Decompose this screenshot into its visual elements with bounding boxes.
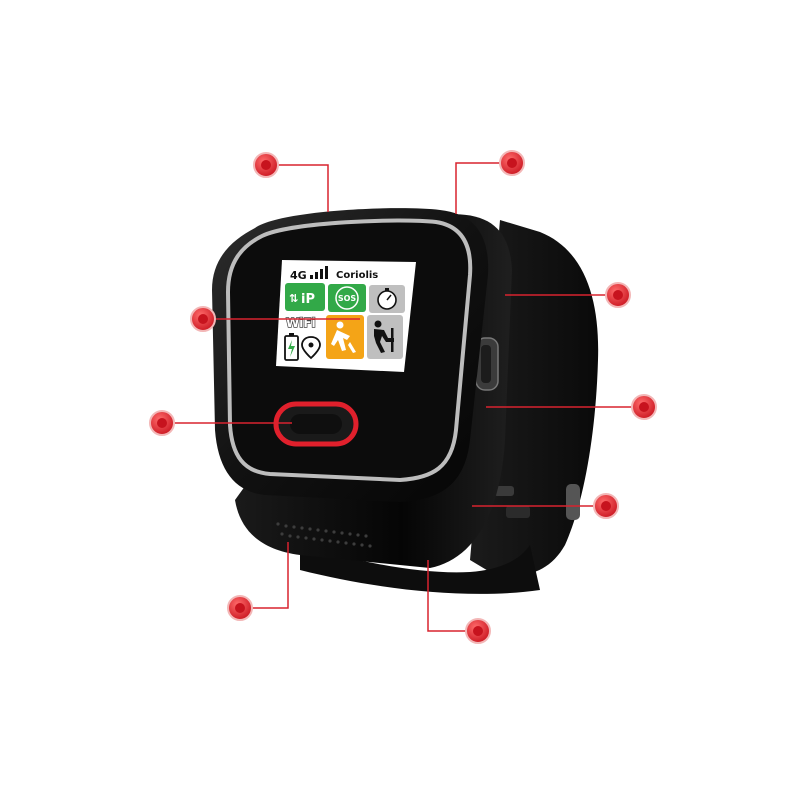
strap-buckle <box>494 486 514 496</box>
watch-screen: 4G Coriolis ⇅ iP SOS <box>276 260 416 372</box>
callout-marker-buckle[interactable] <box>593 493 619 519</box>
callout-marker-screen[interactable] <box>190 306 216 332</box>
seated-person-icon <box>374 320 394 353</box>
signal-bars-icon <box>310 266 328 279</box>
watch-strap-lower <box>300 545 540 594</box>
fall-detection-tile[interactable] <box>326 315 364 359</box>
wifi-tile[interactable]: WiFi <box>284 313 324 331</box>
callout-markers <box>149 150 657 644</box>
carrier-label: Coriolis <box>336 270 378 281</box>
falling-person-icon <box>331 321 356 353</box>
inactivity-tile[interactable] <box>367 315 403 359</box>
location-pin-icon <box>301 336 321 360</box>
smartwatch: 4G Coriolis ⇅ iP SOS <box>212 208 599 594</box>
data-arrows-icon: ⇅ <box>289 292 298 305</box>
callout-lines <box>162 162 644 632</box>
sos-hardware-button[interactable] <box>273 401 359 447</box>
ip-tile[interactable]: ⇅ iP <box>285 283 325 311</box>
wifi-label: WiFi <box>286 316 316 330</box>
sos-label: SOS <box>338 294 357 303</box>
callout-marker-sos-button[interactable] <box>149 410 175 436</box>
callout-marker-strap[interactable] <box>605 282 631 308</box>
battery-icon <box>284 333 299 361</box>
callout-line-speaker <box>240 542 289 609</box>
callout-marker-top-right[interactable] <box>499 150 525 176</box>
network-label: 4G <box>290 269 307 282</box>
callout-line-top-left <box>266 164 329 212</box>
ip-label: iP <box>301 292 315 307</box>
callout-marker-side-button[interactable] <box>631 394 657 420</box>
callout-marker-bottom[interactable] <box>465 618 491 644</box>
callout-line-top-right <box>455 162 512 214</box>
callout-line-bottom <box>427 560 478 632</box>
callout-marker-top-left[interactable] <box>253 152 279 178</box>
speaker-grille <box>276 522 372 548</box>
callout-marker-speaker[interactable] <box>227 595 253 621</box>
sos-tile[interactable]: SOS <box>328 284 366 312</box>
timer-tile[interactable] <box>369 285 405 313</box>
